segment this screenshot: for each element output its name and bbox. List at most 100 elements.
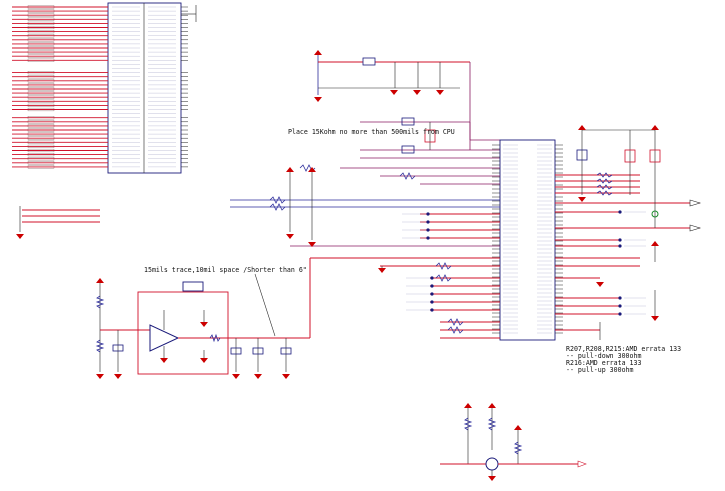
test-point-icon <box>618 304 622 308</box>
resistor-zigzag-icon <box>596 190 613 196</box>
net-label <box>27 46 55 50</box>
connector-body <box>107 2 182 174</box>
bottom-transistor-circuit <box>440 403 587 481</box>
test-point-icon <box>426 212 430 216</box>
net-label <box>27 157 55 161</box>
net-label <box>27 140 55 144</box>
vcc-arrow-icon <box>651 241 659 246</box>
errata-notes: R207,R208,R215:AMD errata 133 -- pull-do… <box>566 345 681 374</box>
errata-note-line3: R216:AMD errata 133 <box>566 359 641 367</box>
errata-note-line4: -- pull-up 300ohm <box>566 366 634 374</box>
net-label <box>27 87 55 91</box>
led-icon <box>651 210 659 218</box>
net-label <box>27 25 55 30</box>
net-label <box>27 103 55 107</box>
vcc-arrow-icon <box>314 50 322 55</box>
test-point-column-right <box>618 210 646 316</box>
net-label <box>27 153 55 157</box>
errata-note-line1: R207,R208,R215:AMD errata 133 <box>566 345 681 353</box>
feedback-loop <box>137 291 229 375</box>
net-label <box>27 50 55 54</box>
net-label <box>27 5 55 9</box>
net-label <box>27 9 55 13</box>
capacitor-plates-icon <box>252 347 264 355</box>
net-port-icon <box>689 224 702 232</box>
net-label <box>27 58 55 62</box>
resistor-zigzag-icon <box>435 262 452 270</box>
test-point-icon <box>430 300 434 304</box>
capacitor-plates-icon <box>401 117 415 126</box>
ground-icon <box>596 282 604 287</box>
ground-icon <box>651 316 659 321</box>
ic-left-nets <box>230 164 500 339</box>
net-port-icon <box>577 460 587 468</box>
net-label <box>27 42 55 46</box>
test-point-icon <box>618 244 622 248</box>
net-label <box>27 136 55 140</box>
errata-note-line2: -- pull-down 300ohm <box>566 352 641 360</box>
net-label <box>27 21 55 25</box>
net-label <box>27 148 55 153</box>
right-pin-rows <box>148 6 188 168</box>
resistor-zigzag-icon <box>463 417 473 431</box>
ic-right-pin-stubs <box>537 144 563 334</box>
resistor-zigzag-icon <box>95 339 105 353</box>
net-label <box>27 120 55 124</box>
top-power-filter <box>314 50 500 141</box>
ground-icon <box>16 234 24 239</box>
net-label <box>27 116 55 120</box>
test-point-icon <box>618 210 622 214</box>
net-label <box>27 128 55 132</box>
resistor-zigzag-icon <box>596 184 613 190</box>
test-point-icon <box>618 296 622 300</box>
test-point-column-left <box>402 212 430 240</box>
net-port-icon <box>689 199 702 207</box>
test-point-icon <box>618 312 622 316</box>
net-label <box>27 95 55 99</box>
left-connector-block <box>12 2 197 174</box>
resistor-zigzag-icon <box>424 129 436 143</box>
net-label <box>27 30 55 34</box>
ic-body <box>499 139 556 341</box>
net-label <box>27 83 55 87</box>
net-label <box>27 161 55 165</box>
resistor-zigzag-icon <box>435 274 452 282</box>
resistor-zigzag-icon <box>95 295 105 309</box>
ground-icon <box>160 358 168 363</box>
vcc-arrow-icon <box>308 167 316 172</box>
cpu-resistor-cluster: Place 15Kohm no more than 500mils from C… <box>288 117 500 159</box>
net-label <box>27 17 55 21</box>
resistor-zigzag-icon <box>269 203 286 211</box>
resistor-zigzag-icon <box>596 172 613 178</box>
resistor-zigzag-icon <box>513 441 523 455</box>
ground-icon <box>286 234 294 239</box>
ground-icon <box>436 90 444 95</box>
net-label <box>27 38 55 42</box>
ground-icon <box>282 374 290 379</box>
test-point-icon <box>426 228 430 232</box>
ground-icon <box>200 322 208 327</box>
left-mid-nets <box>16 206 100 239</box>
ground-icon <box>96 374 104 379</box>
test-point-icon <box>430 292 434 296</box>
ground-icon <box>488 476 496 481</box>
resistor-zigzag-icon <box>596 178 613 184</box>
test-point-icon <box>426 236 430 240</box>
net-label <box>27 34 55 38</box>
ic-right-nets <box>555 125 702 340</box>
net-label <box>27 124 55 128</box>
resistor-zigzag-icon <box>487 417 497 431</box>
ground-icon <box>413 90 421 95</box>
capacitor-plates-icon <box>280 347 292 355</box>
capacitor-plates-icon <box>182 281 204 292</box>
vcc-arrow-icon <box>578 125 586 130</box>
note-leader-line <box>254 273 276 337</box>
capacitor-plates-icon <box>112 344 124 352</box>
ground-icon <box>254 374 262 379</box>
vcc-arrow-icon <box>96 278 104 283</box>
resistor-zigzag-icon <box>447 326 464 334</box>
ground-icon <box>232 374 240 379</box>
capacitor-plates-icon <box>401 145 415 154</box>
ground-icon <box>578 197 586 202</box>
